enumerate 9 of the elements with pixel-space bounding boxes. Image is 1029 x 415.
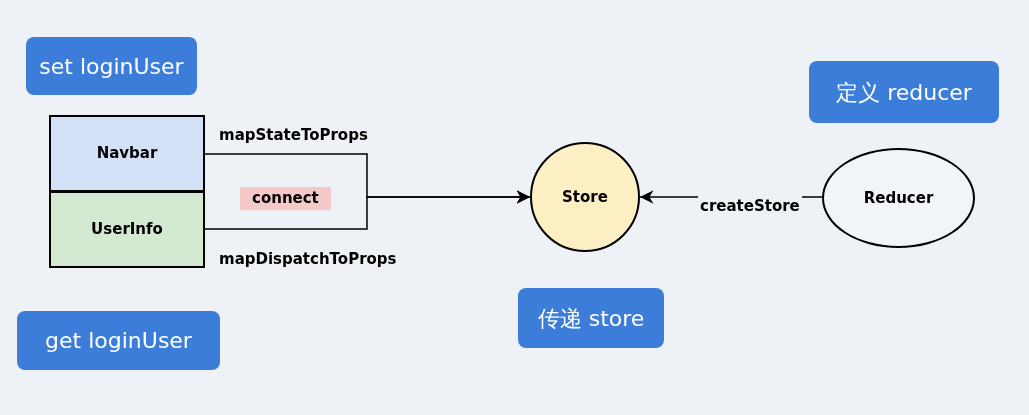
component-box: UserInfo [49,191,205,268]
connect-label: connect [240,187,331,210]
component-box: Navbar [49,115,205,192]
note-box: set loginUser [26,37,197,95]
note-box: 定义 reducer [809,61,999,123]
reducer-ellipse: Reducer [822,148,975,248]
note-box: get loginUser [17,311,220,370]
arrow [204,190,531,230]
note-box: 传递 store [518,288,664,348]
